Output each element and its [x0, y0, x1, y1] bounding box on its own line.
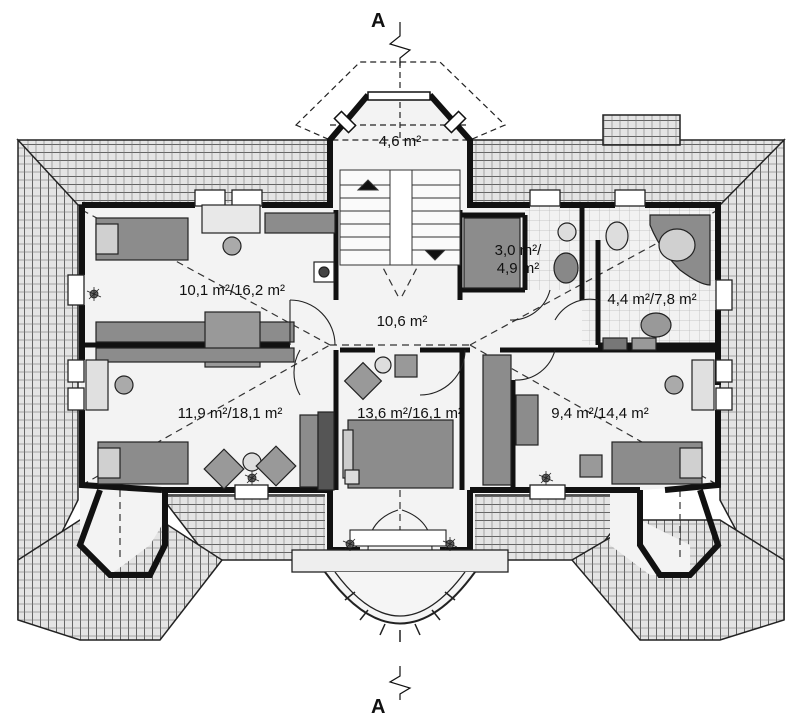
section-marker-top: A [371, 10, 385, 32]
door-swings [289, 289, 599, 551]
furniture [85, 204, 715, 491]
room-area-bathroom-small: 3,0 m²/4,9 m² [495, 242, 543, 277]
windows [67, 189, 733, 500]
room-area-bedroom-nw: 10,1 m²/16,2 m² [179, 282, 285, 299]
room-area-bedroom-center: 13,6 m²/16,1 m² [357, 405, 463, 422]
room-area-bedroom-se: 9,4 m²/14,4 m² [551, 405, 649, 422]
room-labels: 4,6 m² 3,0 m²/4,9 m² 4,4 m²/7,8 m² 10,1 m²/… [178, 133, 697, 422]
plants [86, 287, 554, 551]
staircase [339, 169, 461, 266]
walls [76, 93, 722, 578]
room-area-hall: 10,6 m² [377, 313, 428, 330]
desk-sw [85, 359, 109, 411]
room-area-bay-window: 4,6 m² [379, 133, 422, 150]
chimney [602, 114, 681, 146]
roof [16, 114, 786, 641]
bay-window-frames [333, 91, 467, 134]
room-area-bathroom-large: 4,4 m²/7,8 m² [607, 291, 696, 308]
bathtub-small [463, 217, 521, 289]
balcony [291, 549, 509, 642]
room-area-bedroom-sw: 11,9 m²/18,1 m² [178, 405, 283, 422]
section-line [388, 22, 412, 700]
bed-center [347, 419, 454, 489]
section-marker-bottom: A [371, 696, 385, 718]
